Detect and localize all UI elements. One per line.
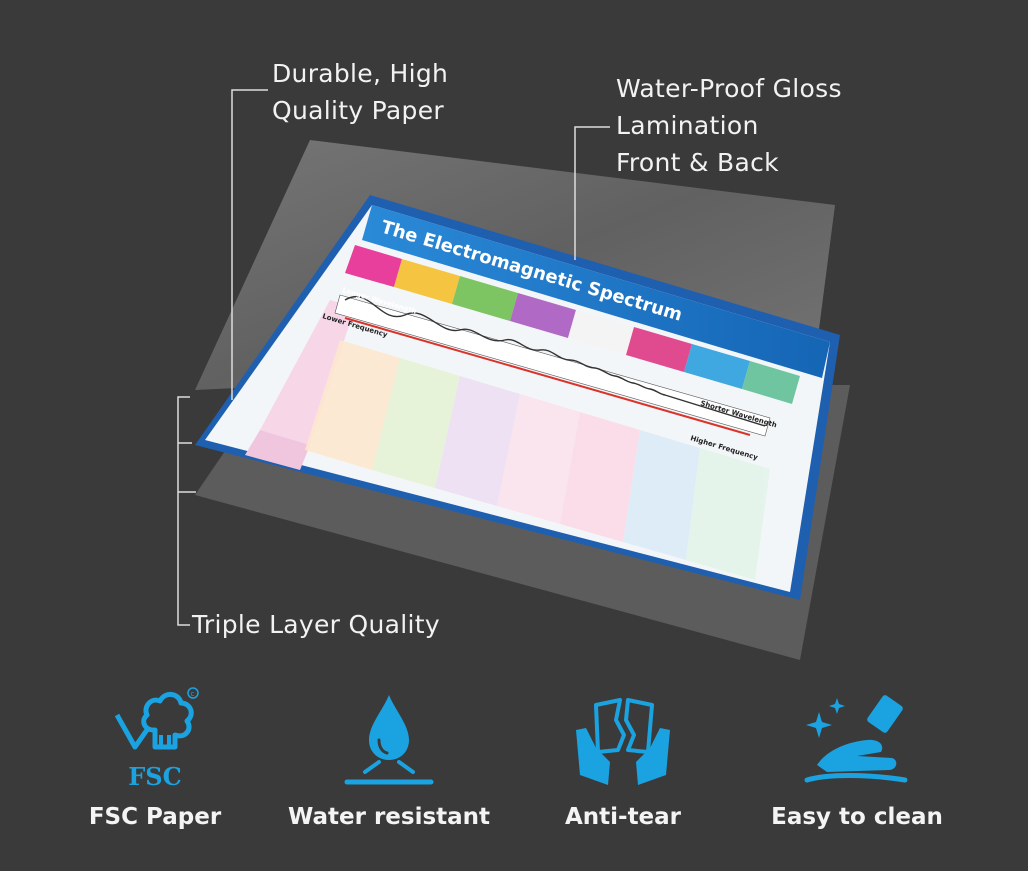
feature-tear-label: Anti-tear: [564, 804, 682, 830]
lamination-callout-line-1: Water-Proof Gloss: [616, 74, 842, 103]
wave-strip: [334, 294, 771, 437]
product-illustration: The Electromagnetic Spectrum Longer Wave…: [177, 89, 850, 660]
poster-table-cells: [305, 340, 770, 580]
lamination-callout: Water-Proof Gloss Lamination Front & Bac…: [616, 70, 842, 181]
poster-row-labels: [245, 300, 355, 470]
poster-title-band: [362, 205, 830, 378]
poster-column-headers: [345, 245, 800, 404]
wavelength-arrow: [344, 317, 751, 436]
feature-clean: Easy to clean: [742, 680, 972, 830]
feature-tear: Anti-tear: [508, 680, 738, 830]
paper-callout-line: [231, 89, 268, 400]
paper-callout: Durable, High Quality Paper: [272, 55, 448, 129]
lamination-callout-line: [574, 126, 610, 260]
fsc-badge-text: FSC: [128, 762, 181, 790]
feature-fsc-label: FSC Paper: [88, 804, 222, 830]
feature-water: Water resistant: [274, 680, 504, 830]
cleaning-hand-icon: [804, 695, 908, 783]
water-drop-icon: [344, 695, 434, 785]
svg-text:c: c: [191, 690, 195, 698]
torn-paper-icon: [576, 698, 670, 785]
triple-layer-bracket: [177, 396, 190, 626]
feature-water-label: Water resistant: [287, 804, 491, 830]
lamination-callout-line-3: Front & Back: [616, 148, 779, 177]
wave-line: [344, 296, 766, 427]
triple-layer-callout: Triple Layer Quality: [192, 610, 440, 639]
paper-callout-line-1: Durable, High: [272, 59, 449, 88]
lamination-callout-line-2: Lamination: [616, 111, 759, 140]
feature-clean-label: Easy to clean: [771, 804, 943, 830]
fsc-tree-icon: c FSC: [114, 687, 199, 790]
paper-callout-line-2: Quality Paper: [272, 96, 444, 125]
feature-fsc: c FSC FSC Paper: [40, 680, 270, 830]
